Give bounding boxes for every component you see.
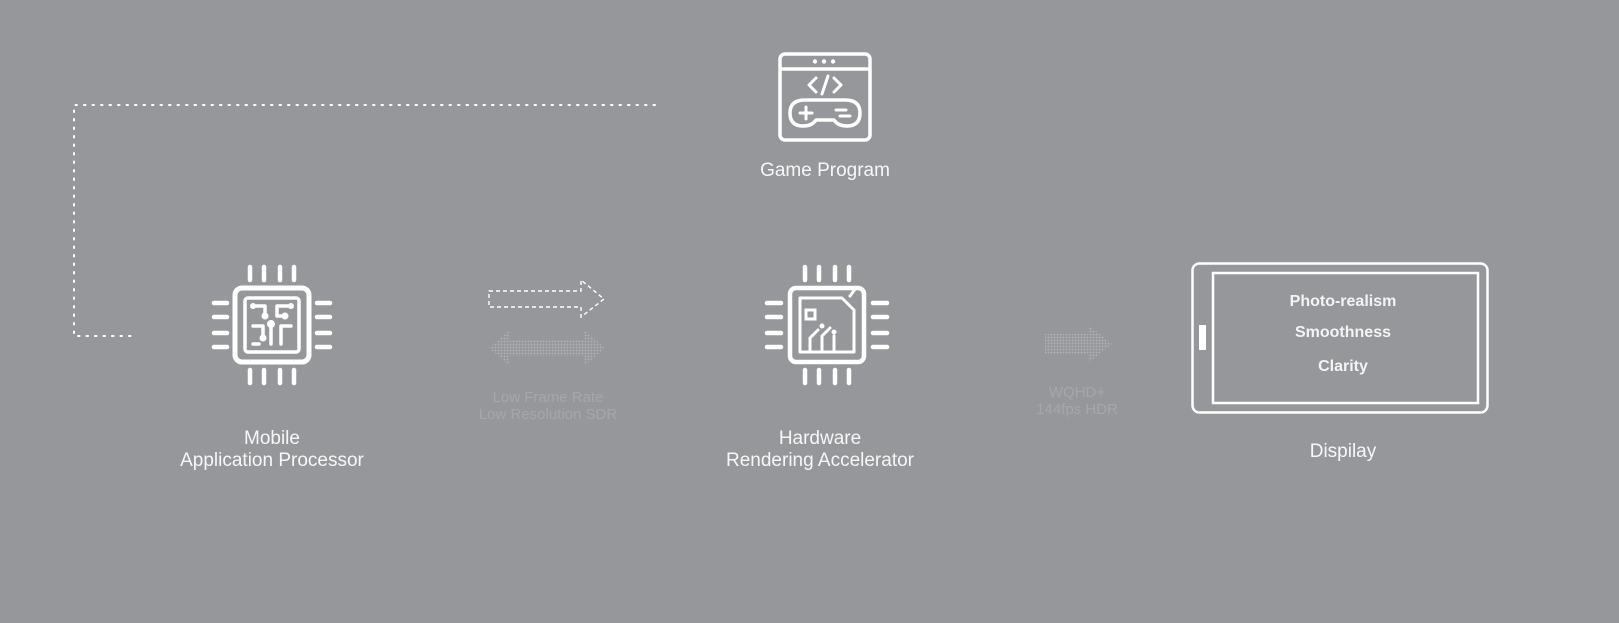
mobile-ap-label-line1: Mobile — [244, 428, 300, 449]
hw-accelerator-node — [764, 264, 890, 386]
dashed-outline-arrow-icon — [488, 278, 606, 319]
ap-to-accelerator-link-label: Low Frame Rate Low Resolution SDR — [438, 389, 658, 423]
mobile-ap-label: Mobile Application Processor — [132, 428, 412, 472]
link-label-line1: Low Frame Rate — [492, 389, 604, 406]
game-program-label: Game Program — [760, 160, 890, 181]
link-label-line2: 144fps HDR — [1036, 401, 1118, 418]
display-feature-clarity: Clarity — [1318, 358, 1368, 375]
circuit-chip-icon — [211, 264, 333, 386]
hw-accelerator-label: Hardware Rendering Accelerator — [670, 428, 970, 472]
display-feature-smoothness: Smoothness — [1294, 324, 1391, 341]
mobile-ap-node — [211, 264, 333, 386]
link-label-line1: WQHD+ — [1048, 384, 1106, 401]
tablet-display-icon — [1191, 262, 1489, 414]
display-feature-photo-realism: Photo-realism — [1289, 293, 1397, 310]
game-program-node — [778, 52, 872, 142]
dotted-double-arrow-icon — [489, 330, 605, 366]
game-controller-window-icon — [778, 52, 872, 142]
link-label-line2: Low Resolution SDR — [478, 406, 618, 423]
display-label: Dispilay — [1309, 441, 1377, 462]
display-node — [1191, 262, 1489, 414]
rendering-chip-icon — [764, 264, 890, 386]
mobile-ap-label-line2: Application Processor — [180, 450, 364, 471]
hw-accelerator-label-line1: Hardware — [778, 428, 862, 449]
hw-accelerator-label-line2: Rendering Accelerator — [726, 450, 914, 471]
dotted-right-arrow-icon — [1045, 325, 1112, 363]
accelerator-to-display-link-label: WQHD+ 144fps HDR — [1017, 384, 1137, 418]
